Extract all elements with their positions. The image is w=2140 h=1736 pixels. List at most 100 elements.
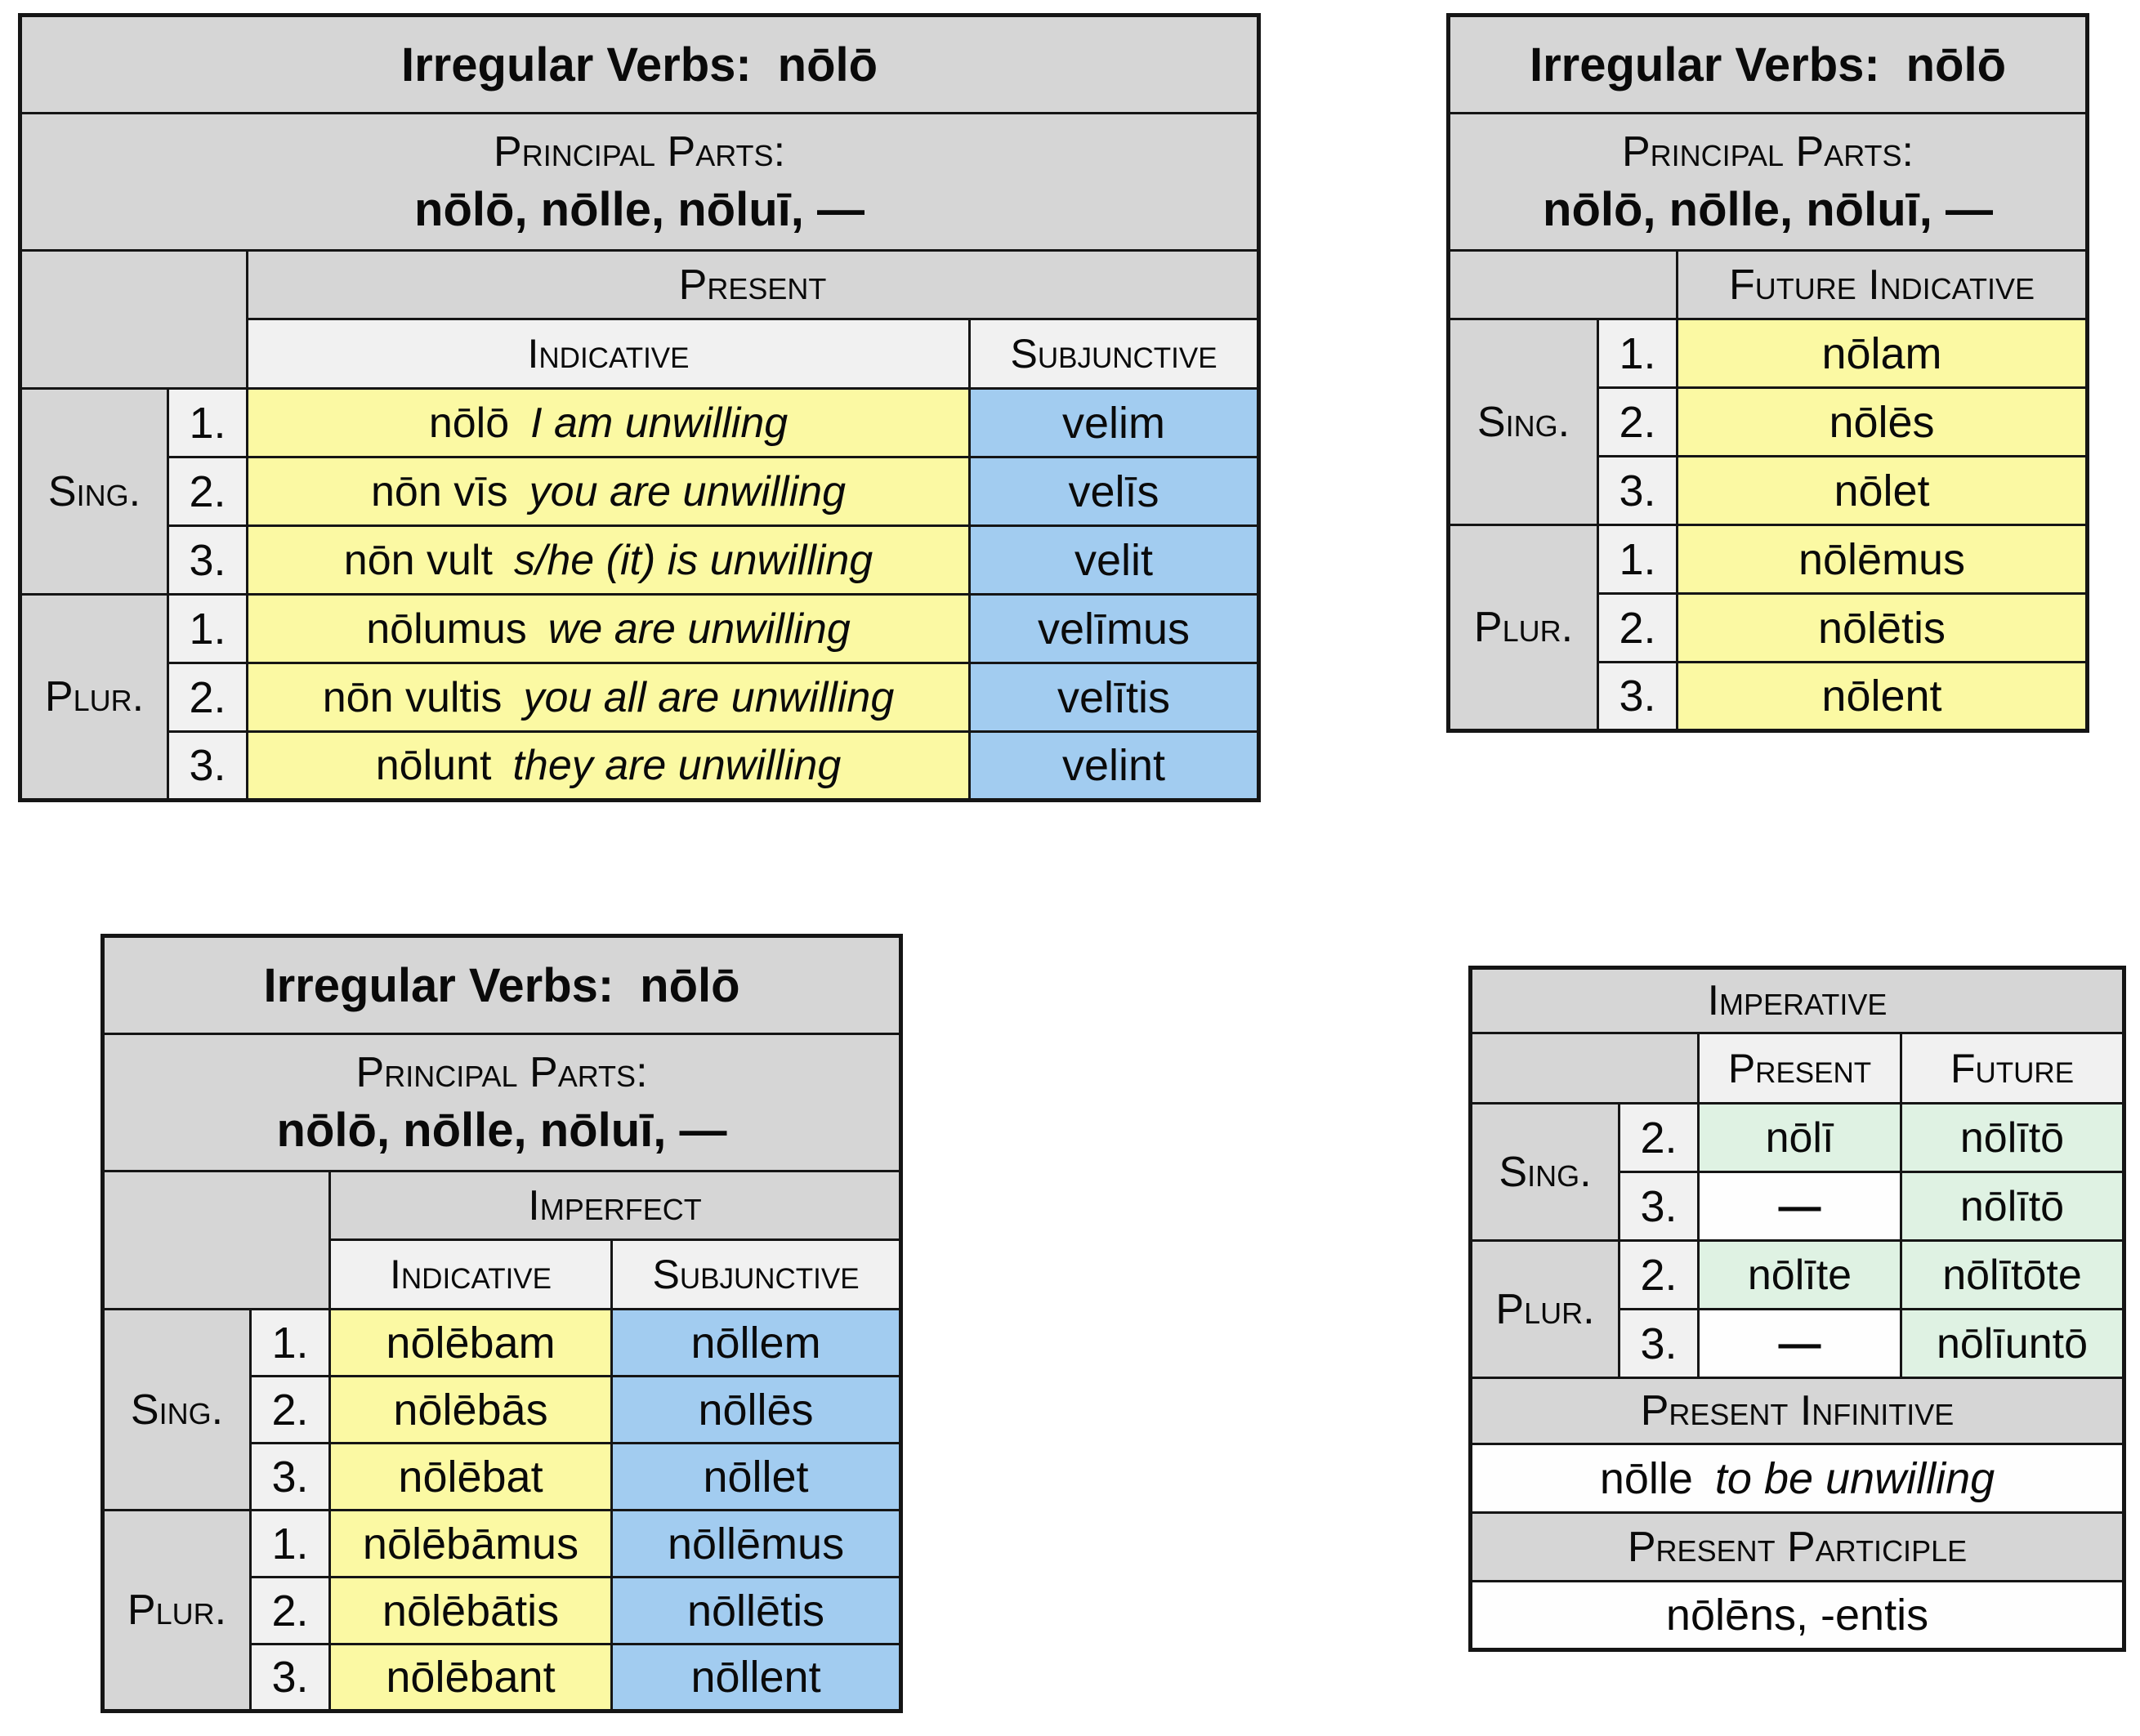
indicative-form-cell: nōlēbam <box>328 1308 613 1377</box>
present-tense-table: Irregular Verbs: nōlō Principal Parts: nō… <box>18 13 1262 802</box>
english-gloss: s/he (it) is unwilling <box>513 536 873 584</box>
latin-form: nōlle <box>1599 1453 1693 1503</box>
principal-parts-cell: Principal Parts: nōlō, nōlle, nōluī, — <box>1447 112 2089 252</box>
future-form-cell: nōlētis <box>1676 592 2089 663</box>
future-column-header: Future <box>1900 1032 2125 1105</box>
principal-parts-label: Principal Parts: <box>494 128 786 176</box>
future-imperative-cell: nōlītō <box>1900 1102 2125 1173</box>
english-gloss: they are unwilling <box>512 742 842 789</box>
person-number: 3. <box>1618 1308 1700 1379</box>
corner-spacer-cell <box>1469 1032 1700 1105</box>
table-row: Plur. 1. nōlēbāmus nōllēmus <box>101 1509 903 1712</box>
present-participle-header: Present Participle <box>1469 1511 2125 1582</box>
imperative-table: Imperative Present Future Sing. 2. nōlī … <box>1468 966 2126 1652</box>
table-row: Sing. 1. nōlam <box>1447 318 2089 526</box>
table-row: 2. nōlētis <box>1449 592 2089 663</box>
latin-form: nōn vīs <box>371 467 508 515</box>
tense-header: Future Indicative <box>1676 249 2089 320</box>
indicative-form-cell: nōlēbās <box>328 1375 613 1444</box>
latin-form: nōlō <box>428 399 510 447</box>
subjunctive-column-header: Subjunctive <box>610 1238 903 1310</box>
person-number: 1. <box>249 1509 331 1578</box>
principal-parts-cell: Principal Parts: nōlō, nōlle, nōluī, — <box>101 1033 903 1172</box>
present-infinitive-cell: nōlle to be unwilling <box>1469 1443 2125 1514</box>
singular-label: Sing. <box>101 1308 252 1511</box>
person-number: 1. <box>167 593 248 664</box>
subjunctive-form-cell: nōllet <box>610 1442 903 1511</box>
table-title-prefix: Irregular Verbs: <box>1529 38 1880 91</box>
subjunctive-form-cell: velit <box>967 524 1261 596</box>
present-infinitive-header: Present Infinitive <box>1469 1377 2125 1445</box>
english-gloss: to be unwilling <box>1714 1453 1995 1503</box>
subjunctive-form-cell: velim <box>967 387 1261 458</box>
subjunctive-form-cell: nōllēs <box>610 1375 903 1444</box>
person-number: 3. <box>1597 661 1678 732</box>
indicative-form-cell: nōlēbant <box>328 1643 613 1712</box>
table-row: Sing. 1. nōlō I am unwilling velim <box>19 387 1261 596</box>
table-title: Irregular Verbs:nōlō <box>1447 14 2089 114</box>
table-title-prefix: Irregular Verbs: <box>263 958 614 1012</box>
indicative-form-cell: nōlunt they are unwilling <box>246 730 971 801</box>
latin-form: nōlunt <box>375 742 492 789</box>
latin-form: nōlumus <box>366 605 527 653</box>
english-gloss: you all are unwilling <box>523 673 895 721</box>
person-number: 2. <box>167 662 248 733</box>
person-number: 2. <box>1618 1102 1700 1173</box>
subjunctive-form-cell: nōllem <box>610 1308 903 1377</box>
indicative-form-cell: nōlēbāmus <box>328 1509 613 1578</box>
plural-label: Plur. <box>101 1509 252 1712</box>
present-column-header: Present <box>1697 1032 1902 1105</box>
principal-parts-label: Principal Parts: <box>355 1049 648 1097</box>
subjunctive-form-cell: velint <box>967 730 1261 801</box>
person-number: 2. <box>1597 592 1678 663</box>
indicative-form-cell: nōlēbat <box>328 1442 613 1511</box>
table-title-prefix: Irregular Verbs: <box>401 38 752 91</box>
person-number: 3. <box>167 524 248 596</box>
singular-label: Sing. <box>1469 1102 1620 1242</box>
person-number: 1. <box>167 387 248 458</box>
english-gloss: I am unwilling <box>530 399 789 447</box>
future-form-cell: nōlet <box>1676 455 2089 526</box>
table-row: 2. nōlēbātis nōllētis <box>103 1576 903 1645</box>
table-row: Plur. 1. nōlēmus <box>1447 524 2089 732</box>
subjunctive-form-cell: nōllent <box>610 1643 903 1712</box>
singular-label: Sing. <box>1447 318 1599 526</box>
singular-label: Sing. <box>19 387 169 596</box>
subjunctive-column-header: Subjunctive <box>967 318 1261 390</box>
future-form-cell: nōlam <box>1676 318 2089 389</box>
subjunctive-form-cell: velīs <box>967 456 1261 527</box>
table-title-verb: nōlō <box>777 38 878 91</box>
subjunctive-form-cell: velīmus <box>967 593 1261 664</box>
table-title-verb: nōlō <box>640 958 740 1012</box>
english-gloss: you are unwilling <box>529 467 846 515</box>
subjunctive-form-cell: nōllētis <box>610 1576 903 1645</box>
table-row: Plur. 2. nōlīte nōlītōte <box>1469 1239 2125 1379</box>
person-number: 2. <box>249 1375 331 1444</box>
person-number: 2. <box>1597 386 1678 457</box>
present-participle-cell: nōlēns, -entis <box>1469 1580 2125 1651</box>
subjunctive-form-cell: velītis <box>967 662 1261 733</box>
table-row: Sing. 2. nōlī nōlītō <box>1469 1102 2125 1242</box>
indicative-form-cell: nōlēbātis <box>328 1576 613 1645</box>
future-imperative-cell: nōlītōte <box>1900 1239 2125 1310</box>
table-row: Sing. 1. nōlēbam nōllem <box>101 1308 903 1511</box>
corner-spacer-cell <box>19 249 248 390</box>
table-row: 3. — nōlītō <box>1471 1171 2125 1242</box>
table-title: Irregular Verbs: nōlō <box>101 935 903 1035</box>
principal-parts-label: Principal Parts: <box>1622 128 1914 176</box>
person-number: 2. <box>1618 1239 1700 1310</box>
present-imperative-cell-empty: — <box>1697 1308 1902 1379</box>
principal-parts-forms: nōlō, nōlle, nōluī, — <box>414 183 864 237</box>
plural-label: Plur. <box>1469 1239 1620 1379</box>
corner-spacer-cell <box>1447 249 1678 320</box>
future-imperative-cell: nōlīuntō <box>1900 1308 2125 1379</box>
table-row: 2. nōlēs <box>1449 386 2089 457</box>
present-imperative-cell-empty: — <box>1697 1171 1902 1242</box>
person-number: 1. <box>249 1308 331 1377</box>
